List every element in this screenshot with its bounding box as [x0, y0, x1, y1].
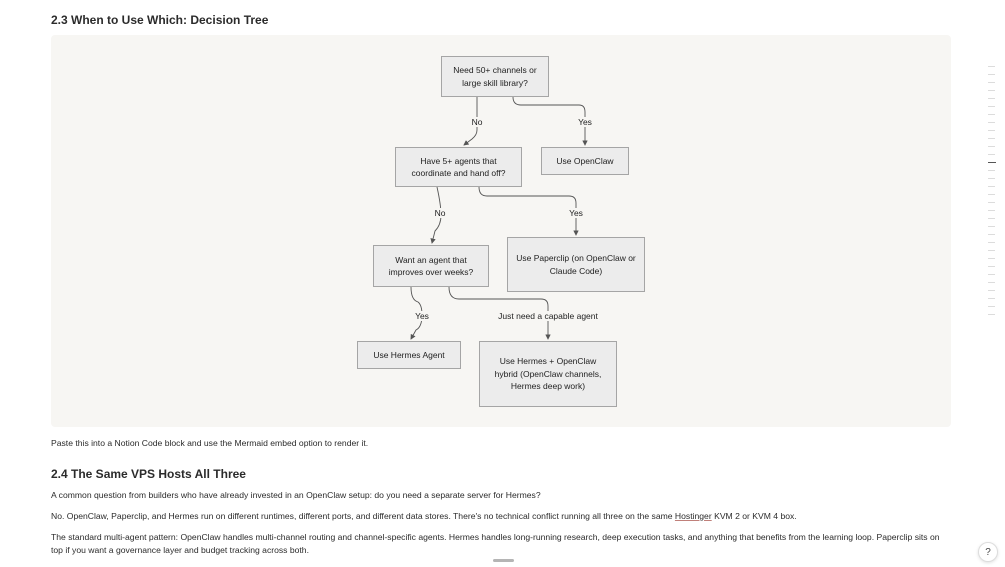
edge-q2-yes	[478, 186, 579, 236]
edge-label-q3-capable: Just need a capable agent	[497, 311, 599, 321]
node-need-50-channels: Need 50+ channels or large skill library…	[441, 56, 549, 97]
outline-minimap[interactable]	[988, 66, 998, 322]
node-use-openclaw: Use OpenClaw	[541, 147, 629, 175]
node-want-improving-agent: Want an agent that improves over weeks?	[373, 245, 489, 287]
section-heading-vps: 2.4 The Same VPS Hosts All Three	[51, 467, 246, 481]
help-button[interactable]: ?	[978, 542, 998, 562]
edge-label-q1-yes: Yes	[577, 117, 593, 127]
paragraph-standard-pattern: The standard multi-agent pattern: OpenCl…	[51, 532, 940, 555]
node-have-5-agents: Have 5+ agents that coordinate and hand …	[395, 147, 522, 187]
mermaid-decision-tree: Need 50+ channels or large skill library…	[51, 35, 951, 427]
help-icon: ?	[985, 546, 991, 558]
node-use-hermes-agent: Use Hermes Agent	[357, 341, 461, 369]
hostinger-link[interactable]: Hostinger	[674, 511, 712, 521]
edge-q3-yes	[410, 286, 423, 340]
edge-q1-no	[463, 97, 478, 146]
edge-q3-capable	[448, 286, 551, 340]
paste-note: Paste this into a Notion Code block and …	[51, 438, 369, 448]
node-use-hermes-openclaw-hybrid: Use Hermes + OpenClaw hybrid (OpenClaw c…	[479, 341, 617, 407]
section-heading-decision-tree: 2.3 When to Use Which: Decision Tree	[51, 13, 269, 27]
edge-label-q1-no: No	[470, 117, 484, 127]
edge-q1-yes	[512, 96, 588, 146]
edge-label-q2-no: No	[433, 208, 447, 218]
edge-label-q2-yes: Yes	[568, 208, 584, 218]
paragraph-no-conflict-start: No. OpenClaw, Paperclip, and Hermes run …	[51, 511, 675, 521]
edge-label-q3-yes: Yes	[414, 311, 430, 321]
paragraph-common-question: A common question from builders who have…	[51, 490, 541, 500]
paragraph-no-conflict-end: KVM 2 or KVM 4 box.	[711, 511, 797, 521]
diagram-edges	[410, 96, 588, 340]
paragraph-no-conflict: No. OpenClaw, Paperclip, and Hermes run …	[51, 510, 951, 523]
node-use-paperclip: Use Paperclip (on OpenClaw or Claude Cod…	[507, 237, 645, 292]
scroll-indicator[interactable]	[493, 559, 514, 562]
outline-current-marker	[988, 162, 996, 163]
